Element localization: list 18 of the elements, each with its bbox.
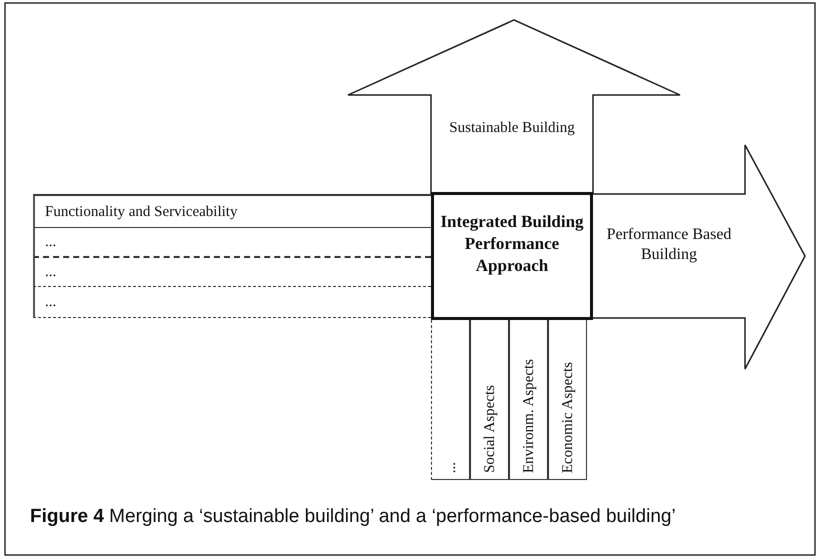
node-label: Performance Based Building xyxy=(606,225,732,265)
node-label: ... xyxy=(45,233,56,252)
node-label: Integrated Building Performance Approach xyxy=(440,211,584,277)
node-label: ... xyxy=(45,292,56,312)
column-strip xyxy=(431,320,470,480)
column-strip xyxy=(509,320,548,480)
table-row xyxy=(33,194,431,228)
node-label: Functionality and Serviceability xyxy=(45,203,238,222)
node-label: Economic Aspects xyxy=(559,362,577,473)
node-label: Social Aspects xyxy=(481,385,499,473)
node-label: Sustainable Building xyxy=(448,119,576,138)
node-label: ... xyxy=(442,462,460,473)
column-strip xyxy=(470,320,509,480)
node-label: ... xyxy=(45,262,56,282)
node-label: Environm. Aspects xyxy=(520,358,538,473)
figure-caption: Figure 4 Merging a ‘sustainable building’ and a ‘performance-based building’ xyxy=(30,506,677,528)
center-box xyxy=(431,192,593,320)
column-strip xyxy=(548,320,587,480)
